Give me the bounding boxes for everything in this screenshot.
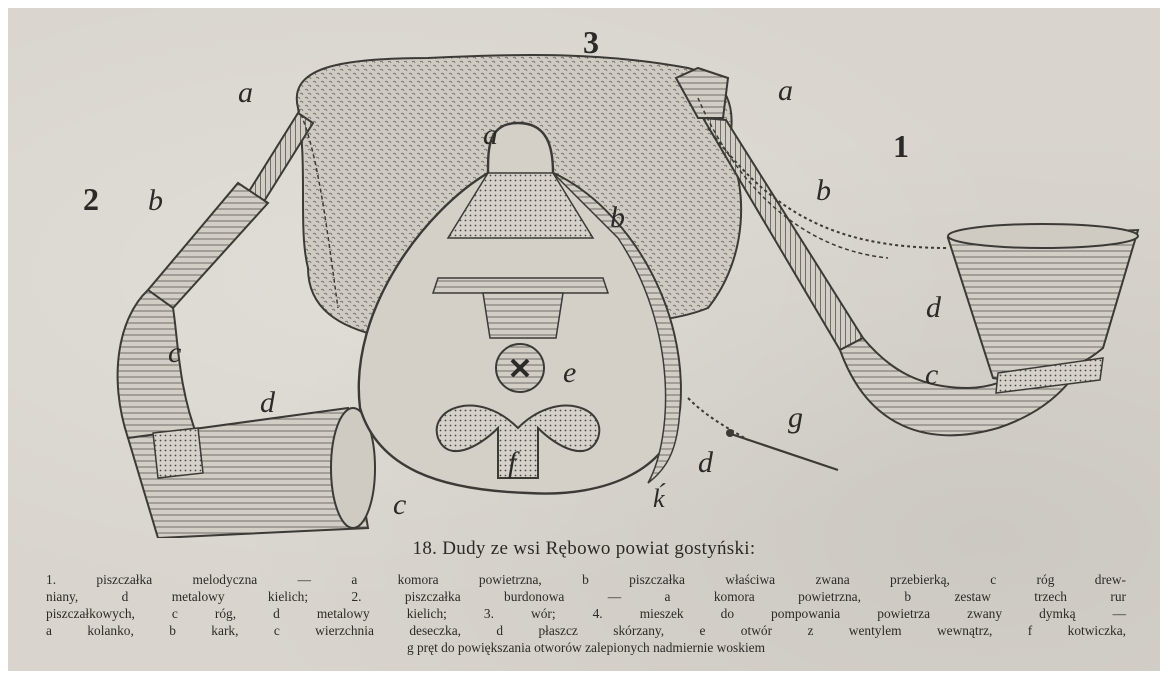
label-bellows-d: d [698, 448, 713, 478]
label-drone-d: d [260, 388, 275, 418]
label-bellows-g: g [788, 403, 803, 433]
label-bellows-b: b [610, 203, 625, 233]
label-melody-a: a [778, 76, 793, 106]
caption-line: niany, d metalowy kielich; 2. piszczałka… [46, 588, 1126, 605]
label-melody-b: b [816, 176, 831, 206]
caption-line: piszczałkowych, c róg, d metalowy kielic… [46, 605, 1126, 622]
label-drone-a: a [238, 78, 253, 108]
caption-title: 18. Dudy ze wsi Rębowo powiat gostyński: [8, 538, 1160, 560]
bagpipe-illustration [8, 8, 1160, 538]
label-bellows-a: a [483, 120, 498, 150]
label-melody-c: c [925, 360, 938, 390]
melody-pipe-drawing [676, 68, 1138, 435]
part-number-3: 3 [583, 26, 599, 58]
label-bellows-c: c [393, 490, 406, 520]
label-melody-d: d [926, 293, 941, 323]
label-bellows-e: e [563, 358, 576, 388]
part-number-2: 2 [83, 183, 99, 215]
label-drone-b: b [148, 186, 163, 216]
caption-line: 1. piszczałka melodyczna — a komora powi… [46, 571, 1126, 588]
part-number-1: 1 [893, 130, 909, 162]
caption-line: a kolanko, b kark, c wierzchnia deseczka… [46, 622, 1126, 639]
artist-mark: ḱ [653, 486, 665, 512]
label-bellows-f: f [508, 448, 516, 478]
label-drone-c: c [168, 338, 181, 368]
caption-body: 1. piszczałka melodyczna — a komora powi… [46, 571, 1126, 656]
scanned-page: 3 1 2 a a a b b b d c e c d g f d c ḱ 18… [8, 8, 1160, 671]
caption-line: g pręt do powiększania otworów zalepiony… [46, 639, 1126, 656]
